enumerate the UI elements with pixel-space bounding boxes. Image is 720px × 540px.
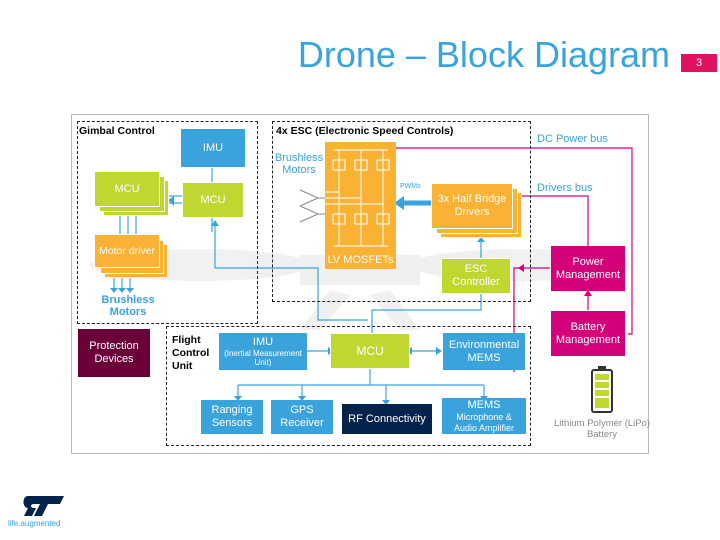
battery-management-block: Battery Management: [551, 311, 625, 356]
esc-controller-block: ESC Controller: [441, 258, 511, 294]
mems-mic-line3: Audio Amplifier: [453, 422, 515, 433]
st-logo: [23, 496, 64, 516]
gimbal-control-label: Gimbal Control: [79, 125, 155, 137]
half-bridge-drivers-block: 3x Half Bridge Drivers: [431, 183, 513, 229]
fcu-imu-label: IMU: [252, 336, 274, 348]
env-mems-line1: Environmental: [448, 338, 520, 351]
half-bridge-line1: 3x Half Bridge: [437, 193, 507, 205]
protection-line2: Devices: [94, 353, 134, 365]
motor-driver-block: Motor driver: [94, 234, 160, 268]
esc-brushless-line1: Brushless: [274, 152, 324, 164]
esc-group: [272, 121, 531, 302]
mems-mic-line1: MEMS: [467, 398, 501, 411]
half-bridge-line2: Drivers: [454, 206, 490, 218]
esc-controller-line2: Controller: [452, 276, 500, 288]
env-mems-line2: MEMS: [467, 351, 501, 364]
lipo-battery-label: Lithium Polymer (LiPo) Battery: [552, 418, 652, 440]
mems-microphone-block: MEMS Microphone & Audio Amplifier: [442, 398, 526, 434]
protection-devices-block: Protection Devices: [78, 329, 150, 377]
protection-line1: Protection: [89, 340, 139, 352]
gps-line2: Receiver: [280, 417, 324, 429]
drivers-bus-label: Drivers bus: [537, 182, 593, 194]
esc-brushless-line2: Motors: [282, 164, 316, 176]
gimbal-brushless-line2: Motors: [109, 306, 147, 318]
power-mgmt-line2: Management: [555, 268, 621, 281]
fcu-imu-sub-label: (Inertial Measurement Unit): [224, 349, 302, 367]
battery-mgmt-line2: Management: [555, 333, 621, 346]
gimbal-mcu-stack: MCU: [94, 171, 160, 207]
gimbal-mcu-block: MCU: [182, 182, 244, 218]
fcu-imu-block: IMU (Inertial Measurement Unit): [219, 333, 307, 370]
esc-controller-line1: ESC: [464, 263, 488, 275]
gps-line1: GPS: [290, 404, 314, 416]
esc-group-label: 4x ESC (Electronic Speed Controls): [276, 125, 454, 137]
mems-mic-line2: Microphone &: [456, 411, 512, 422]
logo-tagline: life.augmented: [8, 519, 61, 528]
mosfet-circuit-icon: [325, 149, 390, 247]
page-number: 3: [681, 54, 717, 72]
dc-power-bus-label: DC Power bus: [537, 133, 608, 145]
ranging-line1: Ranging: [211, 404, 253, 416]
environmental-mems-block: Environmental MEMS: [443, 333, 525, 370]
esc-brushless-motors-label: Brushless Motors: [274, 152, 324, 176]
lv-mosfets-label: LV MOSFETs: [327, 254, 394, 266]
lipo-line1: Lithium Polymer (LiPo): [553, 418, 651, 429]
lipo-line2: Battery: [586, 429, 618, 440]
gps-receiver-block: GPS Receiver: [271, 400, 333, 434]
gimbal-control-group: [77, 121, 258, 324]
power-mgmt-line1: Power: [572, 255, 604, 268]
diagram-frame: [71, 114, 649, 454]
gimbal-brushless-line1: Brushless: [101, 294, 155, 306]
ranging-line2: Sensors: [211, 417, 253, 429]
fcu-mcu-block: MCU: [330, 333, 410, 369]
battery-icon: [591, 366, 613, 413]
fcu-label-line3: Unit: [172, 360, 193, 372]
ranging-sensors-block: Ranging Sensors: [201, 400, 263, 434]
power-management-block: Power Management: [551, 246, 625, 291]
fcu-label-line1: Flight: [172, 334, 201, 346]
lv-mosfets-block: LV MOSFETs: [325, 142, 396, 269]
battery-mgmt-line1: Battery: [570, 320, 606, 333]
gimbal-imu-block: IMU: [181, 129, 245, 167]
rf-connectivity-block: RF Connectivity: [342, 404, 432, 434]
gimbal-brushless-motors-label: Brushless Motors: [96, 294, 160, 318]
motor-windings: [299, 189, 326, 223]
fcu-label: Flight Control Unit: [172, 334, 209, 373]
fcu-label-line2: Control: [172, 347, 210, 359]
slide-title: Drone – Block Diagram: [297, 34, 670, 75]
pwms-label: PWMs: [400, 183, 421, 190]
flight-control-unit-group: [166, 326, 531, 446]
